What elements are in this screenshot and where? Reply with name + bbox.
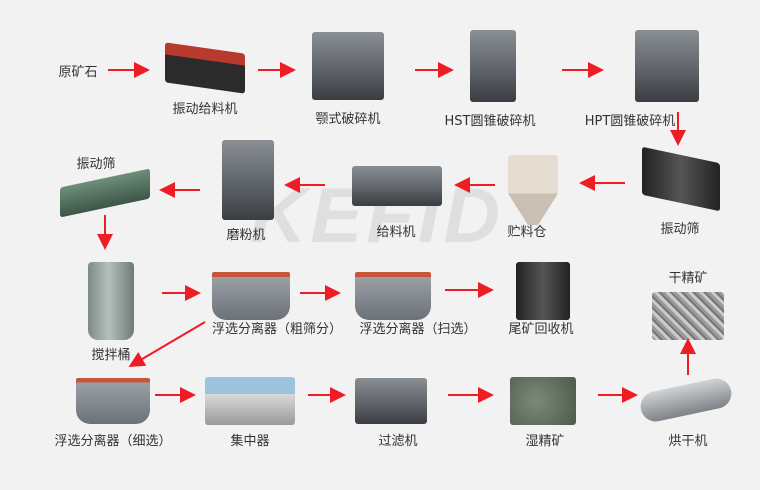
label-raw-ore: 原矿石 (58, 65, 98, 80)
jaw-crusher-image (312, 32, 384, 100)
label-feeder: 给料机 (376, 225, 416, 240)
label-vibrating-feeder: 振动给料机 (172, 102, 238, 117)
label-vibrating-screen-right: 振动筛 (660, 222, 700, 237)
grinding-mill-image (222, 140, 274, 220)
label-concentrator: 集中器 (230, 434, 270, 449)
label-tailings-recovery: 尾矿回收机 (508, 322, 574, 337)
label-hst-cone-crusher: HST圆锥破碎机 (444, 114, 536, 129)
flotation-cleaning-image (76, 378, 150, 424)
label-flotation-scavenging: 浮选分离器（扫选） (359, 322, 477, 337)
agitation-tank-image (88, 262, 134, 340)
label-dry-concentrate: 干精矿 (668, 271, 708, 286)
wet-concentrate-image (510, 377, 576, 425)
filter-image (355, 378, 427, 424)
concentrator-image (205, 377, 295, 425)
hpt-cone-crusher-image (635, 30, 699, 102)
label-flotation-cleaning: 浮选分离器（细选） (54, 434, 172, 449)
hst-cone-crusher-image (470, 30, 516, 102)
label-storage-bin: 贮料仓 (507, 225, 547, 240)
label-filter: 过滤机 (378, 434, 418, 449)
flotation-rough-image (212, 272, 290, 320)
label-jaw-crusher: 颚式破碎机 (315, 112, 381, 127)
label-grinding-mill: 磨粉机 (226, 228, 266, 243)
label-agitation-tank: 搅拌桶 (91, 348, 131, 363)
flotation-scavenging-image (355, 272, 431, 320)
label-dryer: 烘干机 (668, 434, 708, 449)
feeder-image (352, 166, 442, 206)
label-flotation-rough: 浮选分离器（粗筛分） (211, 322, 343, 337)
label-hpt-cone-crusher: HPT圆锥破碎机 (584, 114, 676, 129)
arrow (128, 321, 206, 368)
label-vibrating-screen-left: 振动筛 (76, 157, 116, 172)
dry-concentrate-image (652, 292, 724, 340)
tailings-recovery-image (516, 262, 570, 320)
label-wet-concentrate: 湿精矿 (525, 434, 565, 449)
